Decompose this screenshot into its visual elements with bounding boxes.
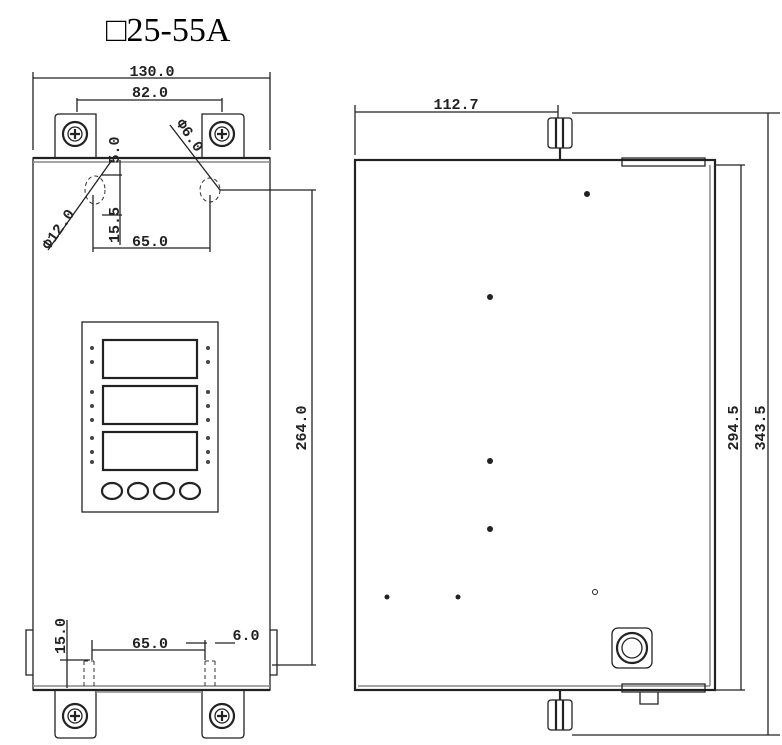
side-holes [384, 191, 598, 600]
dim-hole-small-dia: Φ6.0 [172, 116, 207, 155]
dim-width-overall: 130.0 [129, 64, 174, 81]
screw-icon [208, 120, 236, 148]
indicator-leds [90, 346, 210, 464]
dim-mount-spacing-top: 82.0 [132, 85, 168, 102]
dim-slot-width: 6.0 [232, 628, 259, 645]
dim-bottom-offset: 15.0 [53, 618, 70, 654]
bottom-left-tab [54, 690, 97, 739]
display-window [101, 430, 199, 472]
dim-hole-large-dia: Φ12.0 [39, 207, 79, 254]
dim-slot-depth: 15.5 [107, 207, 124, 243]
display-panel [81, 321, 219, 513]
bottom-right-tab [201, 690, 245, 739]
display-window [101, 384, 199, 426]
dim-overall-height: 343.5 [753, 405, 770, 450]
side-screw-icon [547, 117, 573, 160]
screw-icon [208, 702, 236, 730]
dim-hole-spacing-bottom: 65.0 [132, 636, 168, 653]
top-right-tab [201, 113, 245, 158]
top-left-tab [54, 113, 97, 158]
side-screw-icon [547, 690, 573, 731]
dim-hole-to-hole-height: 264.0 [294, 405, 311, 450]
dim-depth: 112.7 [433, 97, 478, 114]
drawing-title: □25-55A [106, 12, 231, 49]
screw-icon [61, 702, 89, 730]
display-window [101, 338, 199, 380]
cable-gland [611, 627, 653, 669]
dim-slot-offset-top: 5.0 [107, 136, 124, 163]
dim-body-height: 294.5 [726, 405, 743, 450]
screw-icon [61, 120, 89, 148]
panel-buttons [100, 481, 202, 501]
side-body-outline [353, 158, 717, 692]
front-view: 130.0 82.0 5.0 15.5 Φ12.0 Φ6.0 65.0 264.… [25, 64, 316, 739]
side-view: 112.7 294.5 343.5 [353, 97, 780, 736]
dim-hole-spacing-top: 65.0 [132, 234, 168, 251]
